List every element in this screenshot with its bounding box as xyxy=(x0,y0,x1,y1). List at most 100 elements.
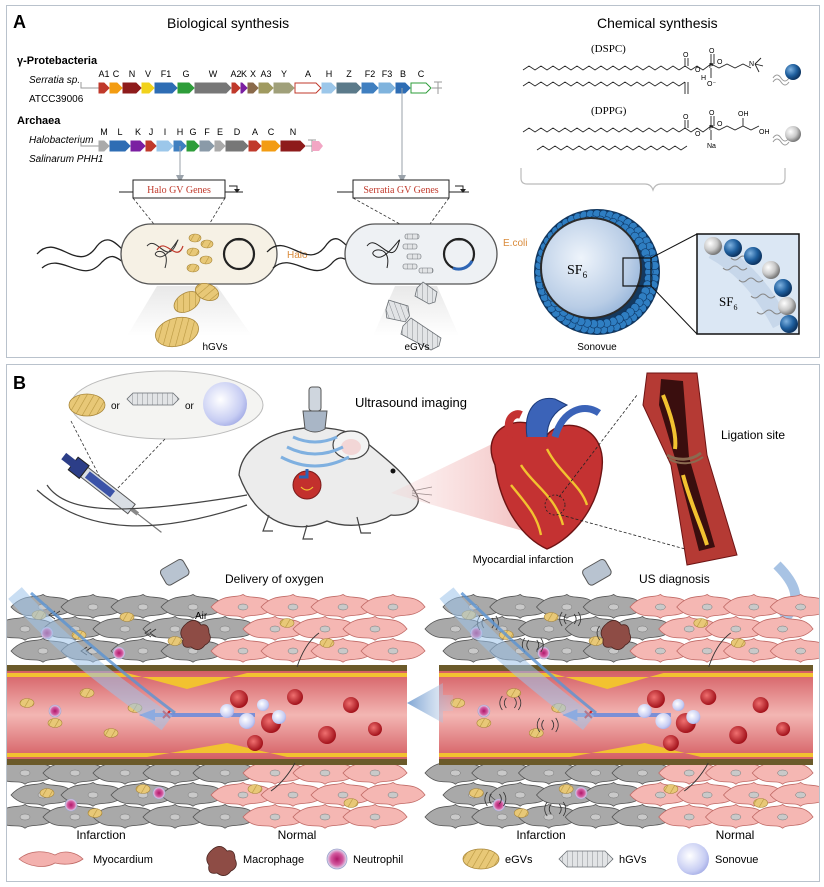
hgv-option-icon xyxy=(68,393,106,417)
neutrophil-icon xyxy=(537,646,551,660)
neutrophil-icon xyxy=(477,704,491,718)
gene-label: L xyxy=(117,127,122,137)
gene-arrow xyxy=(231,82,241,94)
halo-strain: Salinarum PHH1 xyxy=(29,154,103,165)
gene-label: H xyxy=(326,69,333,79)
air-label: Air xyxy=(195,611,208,622)
legend-neutrophil: Neutrophil xyxy=(353,854,403,866)
gene-arrow xyxy=(122,82,142,94)
macrophage-icon xyxy=(600,620,632,650)
sonovue-bubble-icon xyxy=(220,704,234,718)
legend: Myocardium Macrophage Neutrophil eGVs hG… xyxy=(18,843,758,876)
dspc-ominus: O⁻ xyxy=(707,81,716,88)
dppg-p: P xyxy=(709,125,714,132)
gene-arrow xyxy=(154,82,178,94)
delivery-oxygen-label: Delivery of oxygen xyxy=(225,572,324,586)
gene-label: W xyxy=(209,69,218,79)
gene-label: C xyxy=(113,69,120,79)
oxygen-delivery-scene xyxy=(7,558,426,829)
gene-label: G xyxy=(189,127,196,137)
sonovue-bubble-icon xyxy=(637,704,652,718)
red-blood-cell xyxy=(247,735,263,751)
red-blood-cell xyxy=(230,690,248,708)
halo-gv-genes-label: Halo GV Genes xyxy=(147,185,211,196)
egv-particles xyxy=(385,281,442,351)
red-blood-cell xyxy=(700,689,717,705)
transition-arrow xyxy=(407,683,453,723)
gene-label: N xyxy=(290,127,297,137)
gene-arrow xyxy=(177,82,195,94)
normal-left-label: Normal xyxy=(278,828,317,842)
gv-particle xyxy=(469,788,484,798)
dppg-label: (DPPG) xyxy=(591,105,627,117)
gene-label: C xyxy=(418,69,425,79)
gene-label: X xyxy=(250,69,256,79)
red-blood-cell xyxy=(729,726,748,744)
gene-label: K xyxy=(135,127,141,137)
serratia-species: Serratia sp. xyxy=(29,75,80,86)
ultrasound-probe-icon xyxy=(159,558,190,586)
gv-particle xyxy=(47,718,63,728)
gene-arrow xyxy=(214,140,226,152)
gene-label: A1 xyxy=(98,69,109,79)
gene-arrow xyxy=(225,140,249,152)
gv-particle xyxy=(247,784,263,794)
gv-particle xyxy=(167,636,183,646)
us-diagnosis-scene xyxy=(424,558,819,829)
gene-label: F3 xyxy=(382,69,393,79)
gene-label: E xyxy=(217,127,223,137)
legend-macrophage-icon xyxy=(206,846,237,876)
red-blood-cell xyxy=(662,735,679,751)
legend-neutrophil-icon xyxy=(326,848,348,870)
gv-particle xyxy=(543,612,559,622)
biological-synthesis-title: Biological synthesis xyxy=(167,15,289,31)
dppg-oh1: OH xyxy=(738,111,749,118)
dppg-na: Na xyxy=(707,143,716,150)
sonovue-label: Sonovue xyxy=(577,342,617,353)
gene-arrow xyxy=(410,82,432,94)
neutrophil-icon xyxy=(64,798,78,812)
gene-label: B xyxy=(400,69,406,79)
gene-label: V xyxy=(145,69,151,79)
red-blood-cell xyxy=(776,722,791,736)
gv-particle xyxy=(19,698,35,708)
dppg-structure xyxy=(522,116,760,151)
gene-arrow xyxy=(261,140,281,152)
gene-arrow xyxy=(247,82,259,94)
myocyte xyxy=(769,593,819,619)
red-blood-cell xyxy=(318,726,336,744)
gene-arrow xyxy=(194,82,232,94)
gene-arrow xyxy=(258,82,274,94)
gene-arrow xyxy=(186,140,200,152)
red-blood-cell xyxy=(343,697,359,713)
hgv-particles xyxy=(155,283,220,348)
gene-label: F2 xyxy=(365,69,376,79)
serratia-strain: ATCC39006 xyxy=(29,94,84,105)
or-text-2: or xyxy=(185,401,195,412)
proteobacteria-label: γ-Protebacteria xyxy=(17,55,98,67)
panel-a: A Biological synthesis Chemical synthesi… xyxy=(6,5,820,358)
dppg-o4: O xyxy=(717,121,723,128)
legend-sonovue: Sonovue xyxy=(715,854,758,866)
gv-particle xyxy=(119,612,135,622)
legend-sonovue-icon xyxy=(677,843,709,875)
gene-arrow xyxy=(378,82,396,94)
dppg-o2: O xyxy=(695,131,701,138)
ultrasound-probe-icon xyxy=(280,386,350,468)
dppg-oh2: OH xyxy=(759,129,770,136)
gv-particle xyxy=(506,688,522,698)
dppg-head-icon xyxy=(785,126,801,142)
sonovue-zoom-inset: SF6 xyxy=(696,233,800,335)
gv-particle xyxy=(730,638,746,648)
hgvs-label: hGVs xyxy=(202,342,227,353)
myocyte xyxy=(769,781,819,807)
legend-myocardium: Myocardium xyxy=(93,854,153,866)
brace xyxy=(520,168,786,192)
gv-particle xyxy=(343,798,359,808)
panel-b: B or or xyxy=(6,364,820,882)
ecoli-cell: E.coli xyxy=(266,223,527,285)
neutrophil-icon xyxy=(574,786,588,800)
gv-particle xyxy=(279,618,295,628)
